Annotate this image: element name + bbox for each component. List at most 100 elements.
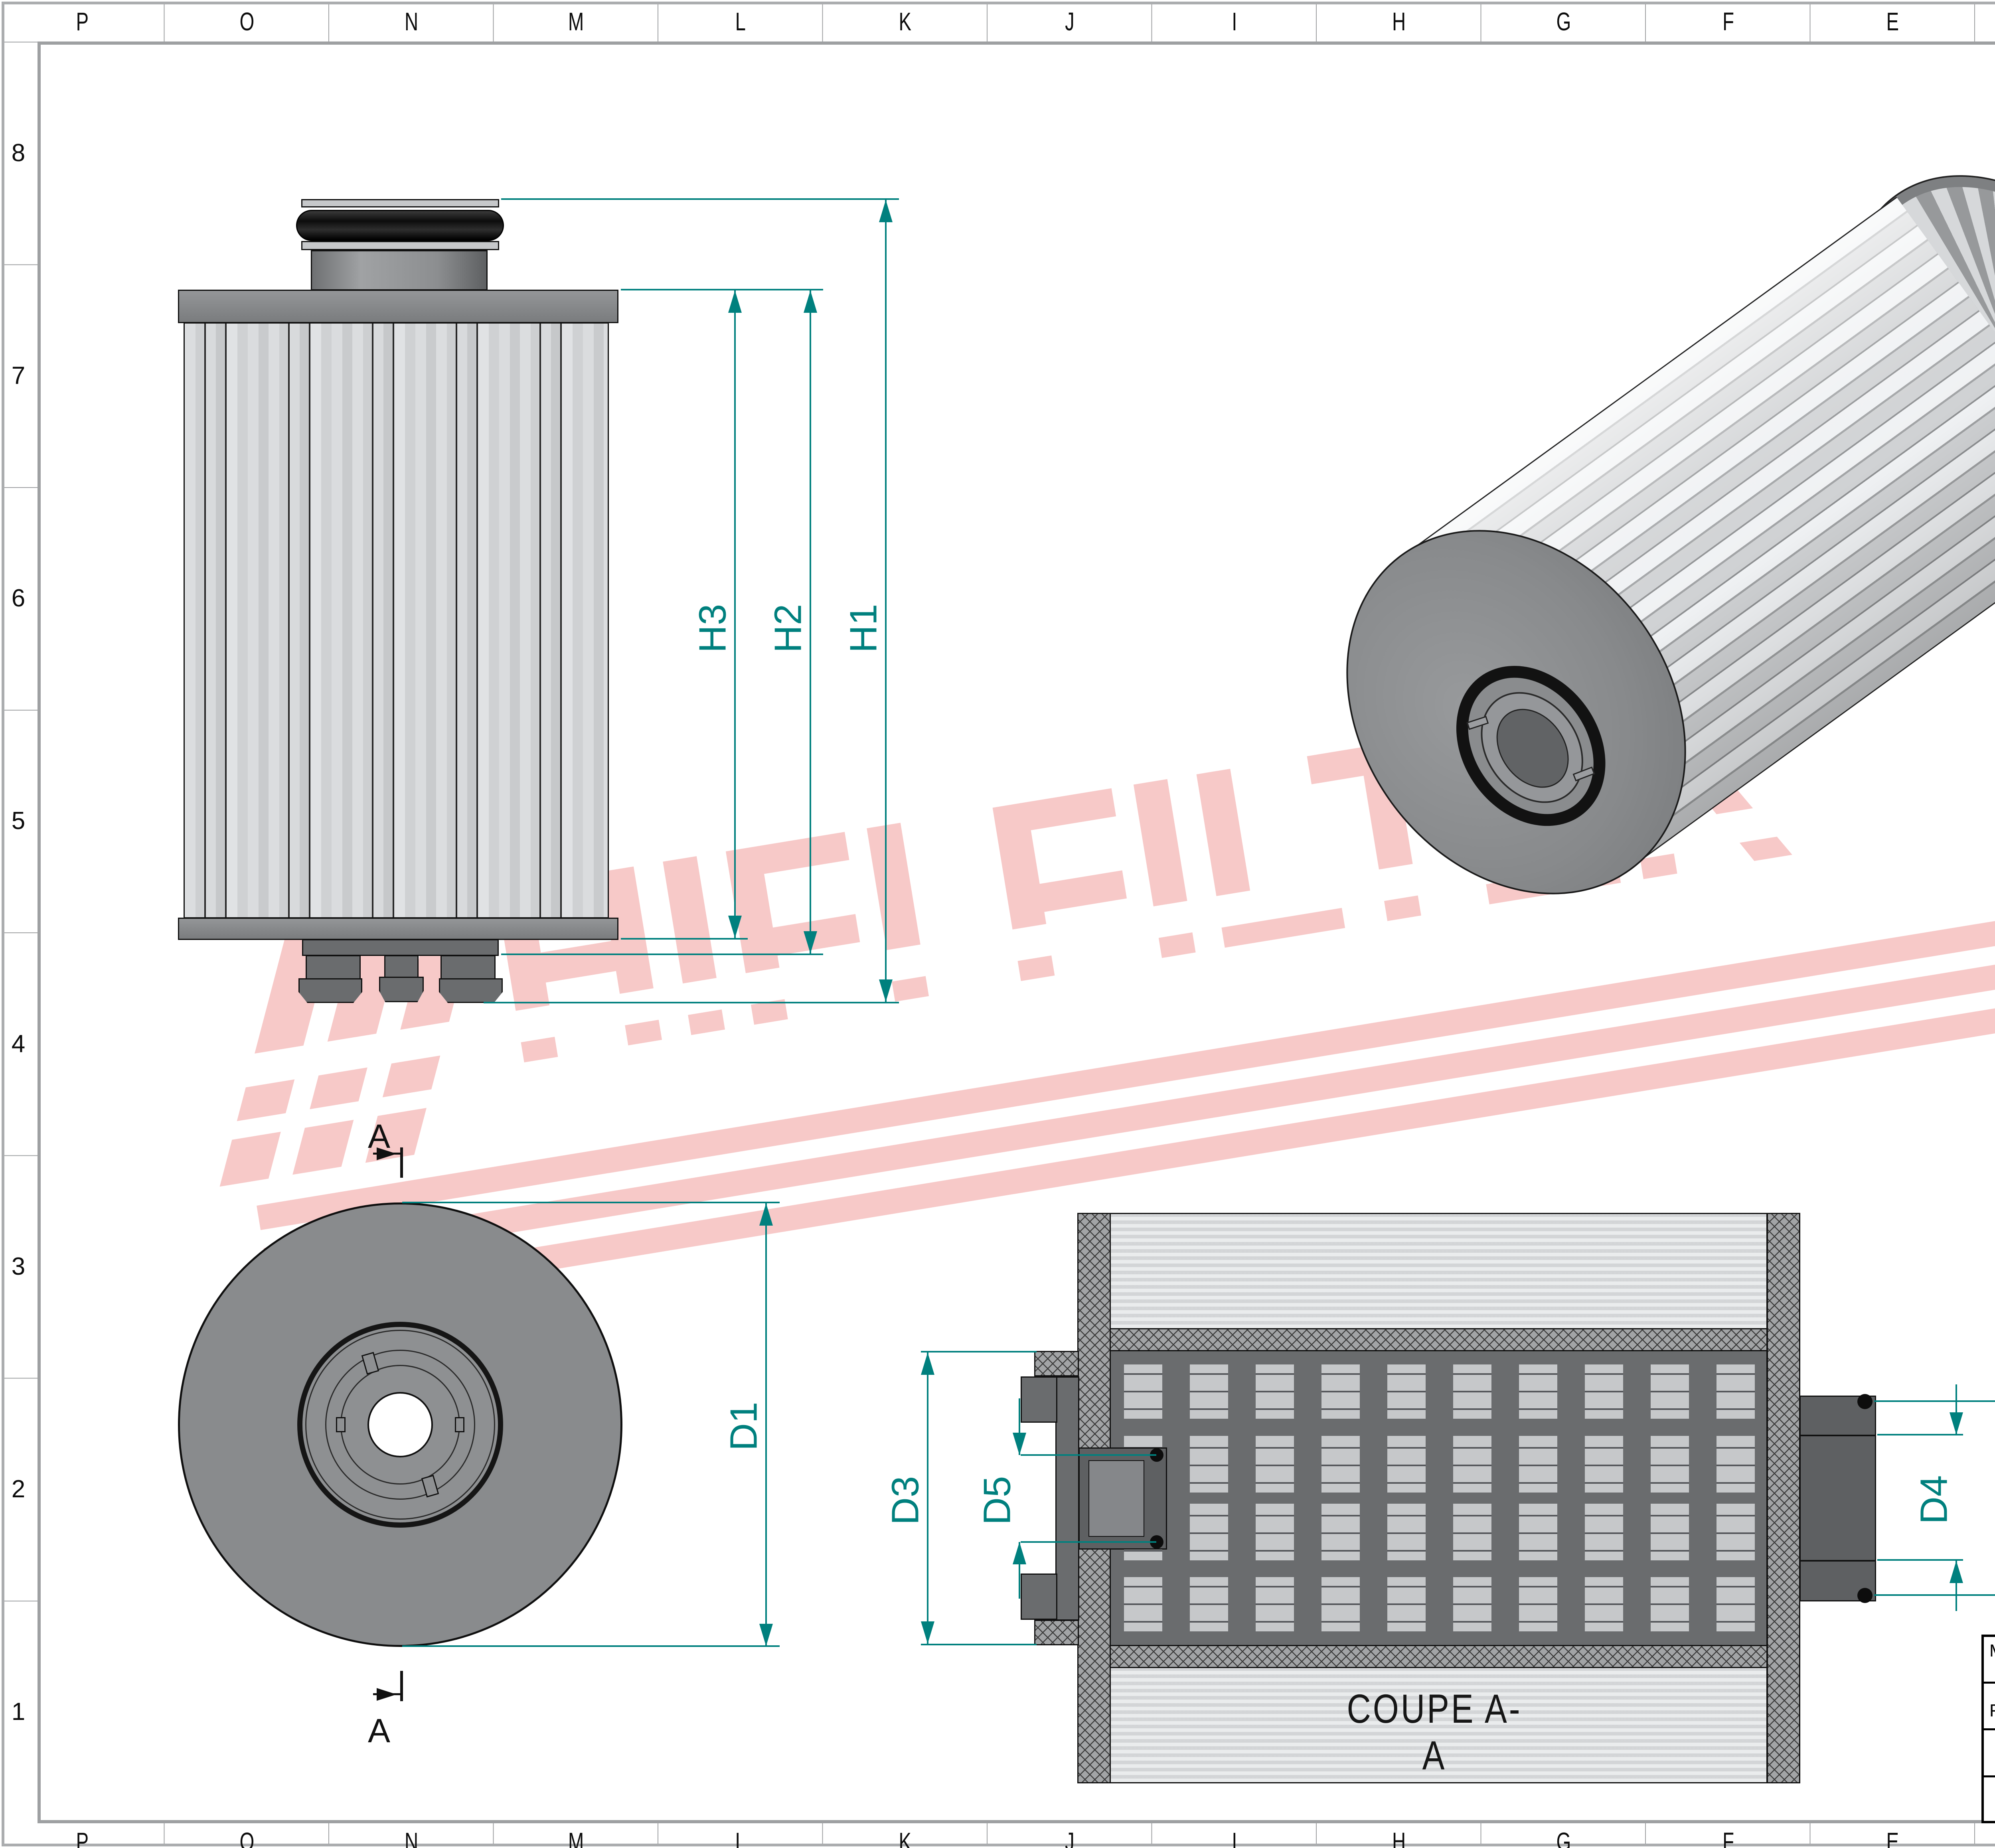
col-label: K [899,1827,912,1848]
section-right-neck [1799,1396,1876,1601]
column-labels-bottom: P O N M L K J I H G F E D C B A [0,1823,1995,1848]
ext-line-h1-top [501,198,899,200]
ext-line-d1-bottom [402,1645,780,1647]
arrowhead-icon [728,916,742,938]
column-labels-top: P O N M L K J I H G F E D C B A [0,3,1995,40]
software-label: Solidworks [1984,1792,1995,1815]
title-block-line [1984,1775,1995,1777]
ext-line-d5-top [1021,1454,1156,1456]
section-left-flange [1034,1351,1079,1376]
ext-line-d5-bottom [1021,1541,1156,1543]
core-slot-row [1110,1436,1766,1493]
section-left-flange [1034,1620,1079,1645]
ext-line-d3-top [921,1351,1037,1352]
arrowhead-icon [759,1624,773,1646]
drawing-frame [38,41,1995,1823]
col-label: K [899,7,912,36]
col-label: O [239,1827,255,1848]
section-mark-label: A [368,1712,391,1749]
section-media-top [1109,1213,1768,1329]
front-view-bayonet-foot [298,978,362,1003]
col-label: I [1232,7,1237,36]
row-label: 8 [11,139,26,167]
ext-line-d3-bottom [921,1644,1037,1645]
section-arrow-icon [377,1688,397,1701]
section-mark-bar [400,1671,403,1701]
section-bayonet-prong [1021,1574,1057,1620]
col-label: G [1556,1827,1571,1848]
section-tube-wall-top [1109,1328,1768,1351]
col-label: H [1392,1827,1406,1848]
front-view-bottom-endcap [178,918,618,940]
col-label: L [735,7,746,36]
title-block-line [1984,1682,1995,1684]
core-slot-row [1110,1577,1766,1631]
front-view-tab-base [302,939,499,956]
section-mark-bar [400,1147,403,1178]
col-label: P [76,1827,89,1848]
front-view-neck [311,250,488,290]
ext-line-d2-bottom [1874,1594,1995,1596]
col-label: E [1886,7,1899,36]
section-port-bore [1088,1460,1144,1537]
feuille-label: Feuille : [1989,1701,1995,1720]
row-label: 7 [11,361,26,389]
front-view-top-washer [301,199,499,207]
col-label: M [568,7,584,36]
arrowhead-icon [804,290,817,313]
dim-line-d1 [765,1202,767,1647]
col-label: I [1232,1827,1237,1848]
row-label: 2 [11,1475,26,1503]
arrowhead-icon [1013,1433,1026,1455]
top-view-notch [455,1417,464,1432]
ext-line-d2-top [1874,1400,1995,1402]
col-label: P [76,7,89,36]
top-view-notch [336,1417,346,1432]
col-label: E [1886,1827,1899,1848]
ext-line-h3-bottom [621,938,748,940]
dim-line-h1 [885,199,887,1003]
core-slot-row [1110,1504,1766,1560]
row-label: 4 [11,1030,26,1058]
section-tube-wall-bottom [1109,1645,1768,1668]
col-label: G [1556,7,1571,36]
section-bayonet-prong [1021,1376,1057,1423]
ext-line-h1-bottom [484,1002,899,1003]
border-band-bottom [0,1823,1995,1844]
front-view-bottom-washer [301,241,499,250]
dim-line-h2 [810,290,811,954]
front-view-oring-gasket [296,210,504,241]
ext-line-d4-top [1877,1434,1963,1435]
title-block-line [1984,1728,1995,1730]
neck-bore-line [1800,1435,1875,1436]
row-label: 5 [11,807,26,835]
arrowhead-icon [1950,1561,1963,1583]
dim-line-d3 [927,1352,928,1645]
top-view-center-hole [367,1392,433,1457]
arrowhead-icon [879,979,893,1002]
col-label: J [1065,1827,1075,1848]
row-label: 6 [11,584,26,612]
neck-bore-line [1800,1560,1875,1562]
col-label: J [1065,7,1075,36]
top-view-circle [325,1350,475,1500]
border-band-left [4,41,38,1823]
col-label: F [1722,1827,1734,1848]
ext-line-d1-top [402,1202,780,1203]
dim-leader-d5 [1019,1542,1020,1599]
row-labels-left: 8 7 6 5 4 3 2 1 [0,41,37,1823]
col-label: N [405,7,419,36]
col-label: F [1722,7,1734,36]
col-label: O [239,7,255,36]
section-title: COUPE A-A [1347,1686,1522,1778]
section-right-endcap [1767,1213,1800,1783]
arrowhead-icon [804,931,817,954]
arrowhead-icon [921,1621,934,1644]
arrowhead-icon [879,200,893,222]
dim-leader-d5 [1019,1398,1020,1455]
arrowhead-icon [921,1352,934,1375]
col-label: M [568,1827,584,1848]
neck-oring-dot [1857,1394,1873,1409]
top-view-circle [305,1330,495,1520]
